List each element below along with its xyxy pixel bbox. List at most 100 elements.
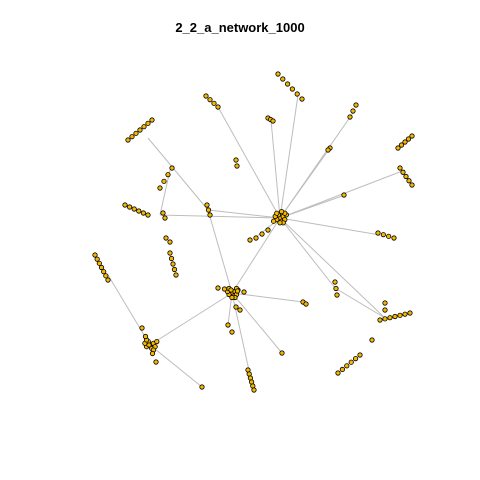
- network-node: [275, 71, 281, 77]
- network-node: [129, 134, 135, 140]
- network-edge: [217, 106, 281, 219]
- network-node: [392, 313, 398, 320]
- network-node: [94, 256, 100, 262]
- network-node: [127, 204, 133, 210]
- network-node: [98, 264, 105, 271]
- network-node: [334, 292, 340, 298]
- network-edge: [147, 137, 209, 211]
- network-edge: [279, 194, 346, 219]
- network-node: [163, 235, 169, 241]
- network-node: [149, 350, 156, 357]
- network-edge: [149, 292, 233, 346]
- network-node: [339, 366, 345, 372]
- network-node: [105, 277, 111, 283]
- network-edge: [231, 217, 281, 294]
- network-node: [233, 157, 239, 163]
- network-node: [125, 137, 131, 143]
- network-node: [405, 136, 412, 142]
- network-node: [395, 145, 401, 151]
- network-node: [162, 215, 168, 221]
- network-edge: [231, 292, 283, 354]
- network-node: [145, 120, 151, 126]
- network-node: [397, 165, 403, 171]
- network-node: [167, 250, 173, 256]
- network-node: [386, 233, 392, 239]
- network-node: [280, 76, 286, 82]
- network-node: [225, 322, 231, 328]
- network-edge: [231, 292, 304, 303]
- network-node: [215, 285, 221, 291]
- network-node: [397, 312, 403, 318]
- network-node: [237, 307, 243, 313]
- network-node: [247, 237, 253, 243]
- network-edge: [334, 287, 386, 319]
- network-edge: [149, 344, 203, 388]
- network-edge: [159, 214, 281, 219]
- network-node: [160, 210, 166, 216]
- network-node: [204, 202, 210, 208]
- network-node: [409, 133, 415, 139]
- network-node: [101, 269, 107, 275]
- network-edge: [279, 217, 386, 319]
- network-node: [153, 359, 159, 365]
- network-node: [146, 342, 152, 348]
- network-node: [136, 208, 142, 214]
- network-node: [205, 207, 212, 213]
- network-node: [259, 231, 265, 237]
- network-node: [335, 370, 341, 376]
- network-node: [228, 287, 234, 293]
- network-node: [165, 172, 171, 178]
- network-node: [348, 359, 354, 365]
- network-edge: [279, 217, 336, 289]
- plot-title: 2_2_a_network_1000: [175, 20, 305, 35]
- network-node: [145, 212, 151, 218]
- network-node: [139, 325, 145, 331]
- network-edge: [270, 119, 281, 219]
- network-node: [215, 104, 221, 110]
- network-node: [400, 169, 406, 175]
- network-node: [133, 130, 139, 136]
- network-node: [207, 212, 213, 218]
- network-node: [391, 235, 397, 241]
- network-node: [369, 337, 375, 343]
- network-node: [353, 102, 359, 108]
- network-edge: [207, 209, 233, 294]
- node-layer: [92, 71, 415, 393]
- network-node: [137, 127, 143, 133]
- network-node: [207, 97, 213, 103]
- network-node: [140, 210, 146, 216]
- network-node: [398, 142, 405, 148]
- network-node: [122, 202, 128, 208]
- network-node: [211, 100, 217, 106]
- network-node: [149, 117, 155, 123]
- network-node: [167, 239, 173, 245]
- network-node: [221, 286, 228, 292]
- network-node: [303, 301, 309, 307]
- network-node: [199, 384, 205, 390]
- network-node: [203, 93, 209, 99]
- network-node: [253, 235, 259, 241]
- network-edge: [279, 217, 381, 236]
- network-node: [409, 182, 415, 188]
- network-node: [251, 387, 257, 393]
- network-node: [92, 252, 98, 258]
- network-node: [96, 260, 102, 266]
- network-edge: [207, 209, 281, 219]
- network-node: [406, 178, 412, 184]
- network-node: [333, 285, 339, 292]
- network-node: [382, 300, 388, 306]
- network-node: [229, 329, 235, 335]
- network-node: [154, 338, 160, 345]
- network-edge: [279, 109, 356, 219]
- network-node: [270, 218, 277, 224]
- network-node: [344, 363, 350, 369]
- network-node: [270, 118, 276, 124]
- network-node: [229, 294, 235, 301]
- network-node: [382, 316, 388, 322]
- network-node: [299, 96, 305, 102]
- network-node: [233, 304, 239, 310]
- network-node: [387, 315, 393, 321]
- network-node: [141, 124, 147, 130]
- network-node: [403, 173, 409, 180]
- network-edge: [279, 94, 299, 219]
